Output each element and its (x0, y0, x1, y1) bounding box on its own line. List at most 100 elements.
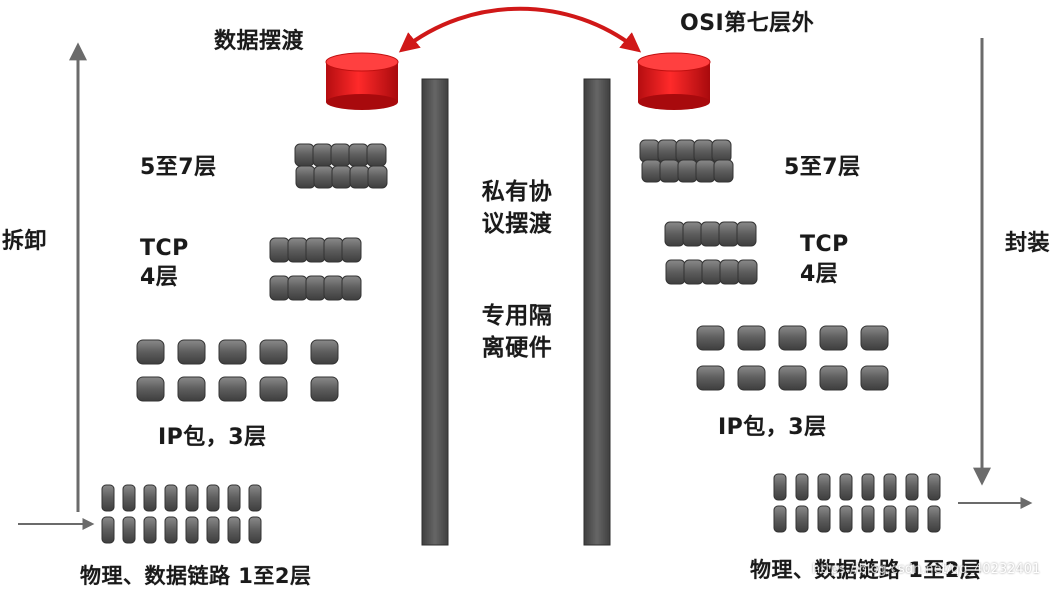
right-l57-block (711, 139, 732, 163)
right-layer-4-label: 4层 (800, 262, 839, 287)
right-phys-block (927, 505, 941, 533)
left-tcp-block (323, 275, 344, 301)
left-phys-block (227, 484, 241, 512)
right-phys-block (883, 473, 897, 501)
right-tcp-block (718, 221, 739, 247)
left-phys-block (206, 516, 220, 544)
dedicated-hardware-label: 专用隔离硬件 (481, 303, 553, 361)
left-phys-block (185, 516, 199, 544)
right-layer-5-7-label: 5至7层 (784, 155, 861, 180)
right-ip-block (819, 325, 848, 351)
left-l57-block (366, 143, 387, 167)
left-ip-block (218, 339, 247, 365)
right-l57-block (695, 159, 716, 183)
right-side-label: 封装 (1005, 231, 1051, 256)
left-ip-label: IP包，3层 (158, 425, 267, 450)
right-l57-block (675, 139, 696, 163)
cylinder-left (325, 52, 399, 110)
right-l57-block (693, 139, 714, 163)
left-ip-block (310, 339, 339, 365)
left-phys-block (164, 516, 178, 544)
right-ip-block (860, 365, 889, 391)
left-phys-block (206, 484, 220, 512)
left-ip-block (310, 376, 339, 402)
right-ip-block (778, 325, 807, 351)
left-ip-block (259, 339, 288, 365)
right-ip-block (819, 365, 848, 391)
left-ip-block (136, 339, 165, 365)
left-tcp-label: TCP (140, 236, 189, 261)
left-layer-4-label: 4层 (140, 265, 179, 290)
left-tcp-block (269, 275, 290, 301)
right-l57-block (659, 159, 680, 183)
left-phys-block (101, 484, 115, 512)
left-layer-5-7-label: 5至7层 (140, 155, 217, 180)
left-phys-block (227, 516, 241, 544)
right-phys-block (817, 505, 831, 533)
left-side-label: 拆卸 (2, 229, 48, 254)
left-phys-block (122, 484, 136, 512)
top-right-label: OSI第七层外 (680, 11, 815, 36)
right-phys-block (817, 473, 831, 501)
right-l57-block (677, 159, 698, 183)
right-tcp-block (682, 221, 703, 247)
right-phys-block (927, 473, 941, 501)
right-l57-block (713, 159, 734, 183)
left-tcp-block (305, 237, 326, 263)
right-ip-block (860, 325, 889, 351)
right-ip-label: IP包，3层 (718, 415, 827, 440)
right-phys-block (883, 505, 897, 533)
right-tcp-block (701, 259, 722, 285)
right-ip-block (696, 365, 725, 391)
left-phys-block (101, 516, 115, 544)
right-phys-block (905, 505, 919, 533)
transfer-arrow (398, 6, 642, 53)
right-physical-label: 物理、数据链路 1至2层 (750, 558, 982, 582)
left-l57-block (348, 143, 369, 167)
left-phys-block (143, 516, 157, 544)
left-tcp-block (305, 275, 326, 301)
left-phys-block (185, 484, 199, 512)
right-phys-block (795, 505, 809, 533)
isolation-wall-right (583, 78, 611, 546)
left-tcp-block (287, 275, 308, 301)
right-ip-block (778, 365, 807, 391)
private-protocol-label: 私有协议摆渡 (481, 179, 553, 237)
left-l57-block (331, 165, 352, 189)
right-tcp-block (665, 259, 686, 285)
left-tcp-block (287, 237, 308, 263)
right-l57-block (641, 159, 662, 183)
right-phys-block (795, 473, 809, 501)
right-ip-block (737, 365, 766, 391)
watermark: https://blog.csdn.net/qq_40232401 (812, 562, 1041, 577)
right-phys-block (839, 505, 853, 533)
right-tcp-label: TCP (800, 232, 849, 257)
right-ip-block (737, 325, 766, 351)
right-phys-block (773, 473, 787, 501)
left-ip-block (136, 376, 165, 402)
data-blocks (101, 139, 941, 544)
cylinder-right (637, 52, 711, 110)
left-tcp-block (341, 237, 362, 263)
right-phys-block (773, 505, 787, 533)
top-left-label: 数据摆渡 (214, 29, 305, 54)
left-phys-block (143, 484, 157, 512)
left-l57-block (367, 165, 388, 189)
right-phys-block (861, 473, 875, 501)
left-l57-block (294, 143, 315, 167)
left-ip-block (218, 376, 247, 402)
right-phys-block (861, 505, 875, 533)
left-phys-block (122, 516, 136, 544)
left-l57-block (330, 143, 351, 167)
left-l57-block (349, 165, 370, 189)
left-tcp-block (323, 237, 344, 263)
right-ip-block (696, 325, 725, 351)
left-phys-block (248, 484, 262, 512)
right-phys-block (839, 473, 853, 501)
left-phys-block (164, 484, 178, 512)
right-phys-block (905, 473, 919, 501)
left-phys-block (248, 516, 262, 544)
left-tcp-block (269, 237, 290, 263)
left-ip-block (177, 339, 206, 365)
